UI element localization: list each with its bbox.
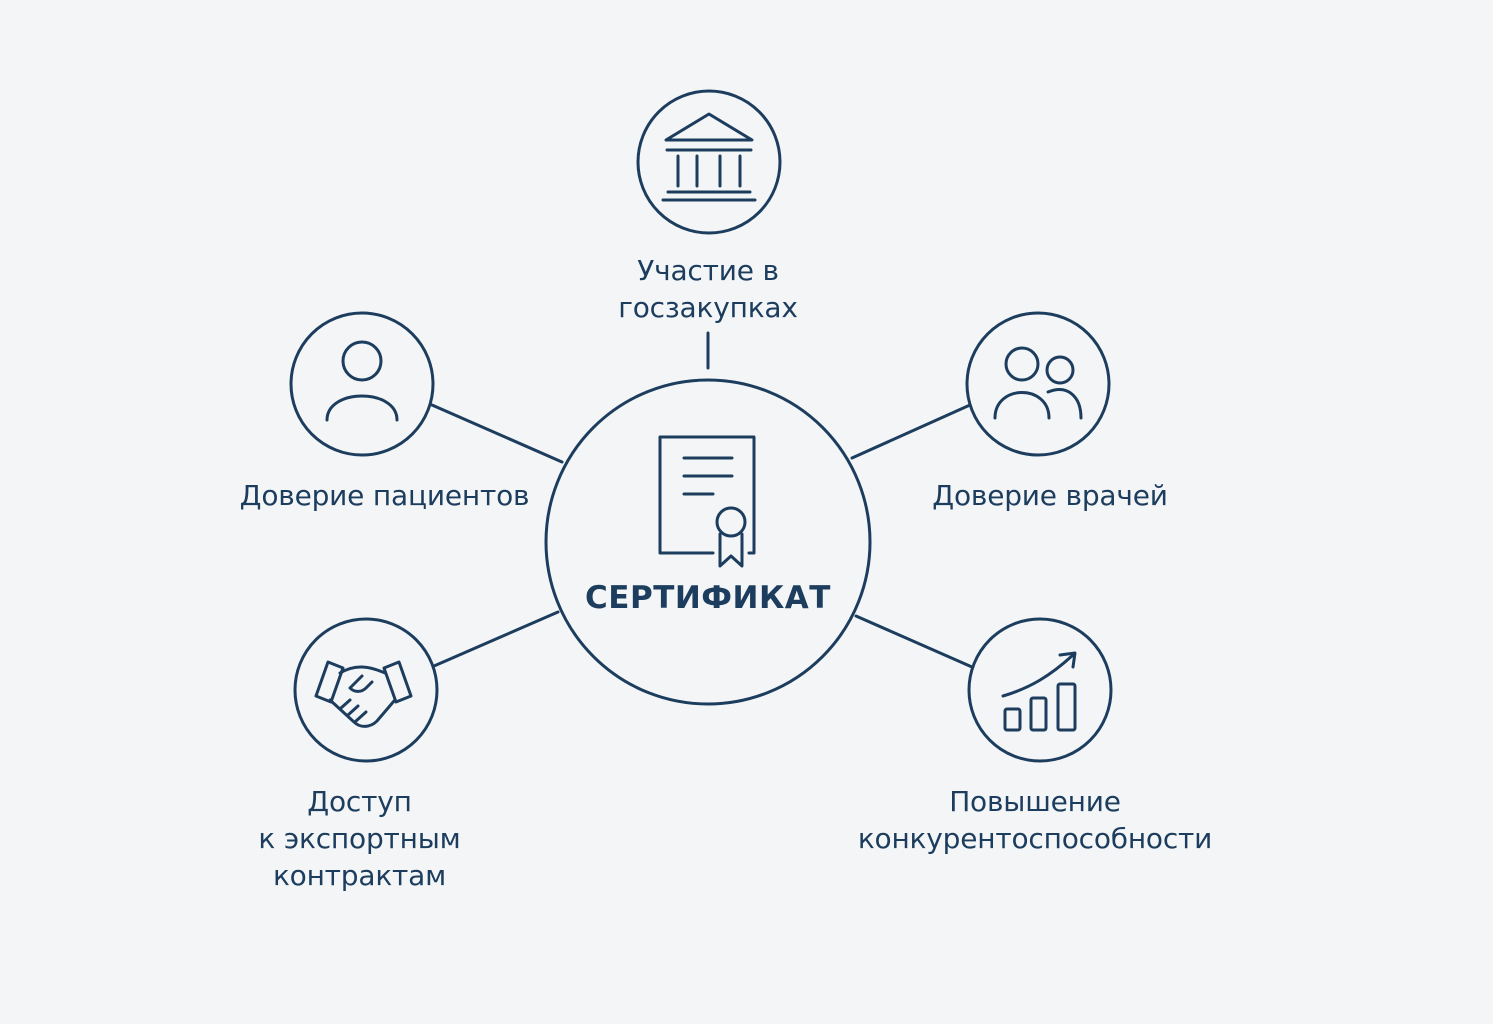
center-node bbox=[544, 378, 872, 706]
node-patients bbox=[289, 311, 435, 457]
node-procurement bbox=[636, 89, 782, 235]
label-export: Доступ к экспортным контрактам bbox=[258, 785, 461, 892]
patients-circle bbox=[289, 311, 435, 457]
growth-chart-icon bbox=[1001, 651, 1077, 732]
center-label: СЕРТИФИКАТ bbox=[585, 580, 831, 616]
center-circle bbox=[544, 378, 872, 706]
export-circle bbox=[293, 617, 439, 763]
handshake-icon bbox=[314, 660, 413, 728]
person-icon bbox=[325, 340, 399, 422]
node-competitiveness bbox=[967, 617, 1113, 763]
people-group-icon bbox=[993, 346, 1083, 420]
government-building-icon bbox=[661, 112, 757, 202]
connector-patients bbox=[430, 403, 564, 464]
node-export bbox=[293, 617, 439, 763]
doctors-circle bbox=[965, 311, 1111, 457]
label-patients: Доверие пациентов bbox=[239, 479, 530, 512]
competitiveness-circle bbox=[967, 617, 1113, 763]
label-doctors: Доверие врачей bbox=[932, 479, 1168, 512]
procurement-circle bbox=[636, 89, 782, 235]
label-competitiveness: Повышение конкурентоспособности bbox=[857, 785, 1213, 855]
certificate-icon bbox=[658, 435, 756, 568]
label-procurement: Участие в госзакупках bbox=[618, 254, 798, 324]
connectors bbox=[430, 331, 974, 669]
node-doctors bbox=[965, 311, 1111, 457]
connector-competitiveness bbox=[854, 614, 974, 669]
connector-export bbox=[432, 610, 560, 668]
connector-doctors bbox=[850, 403, 972, 460]
